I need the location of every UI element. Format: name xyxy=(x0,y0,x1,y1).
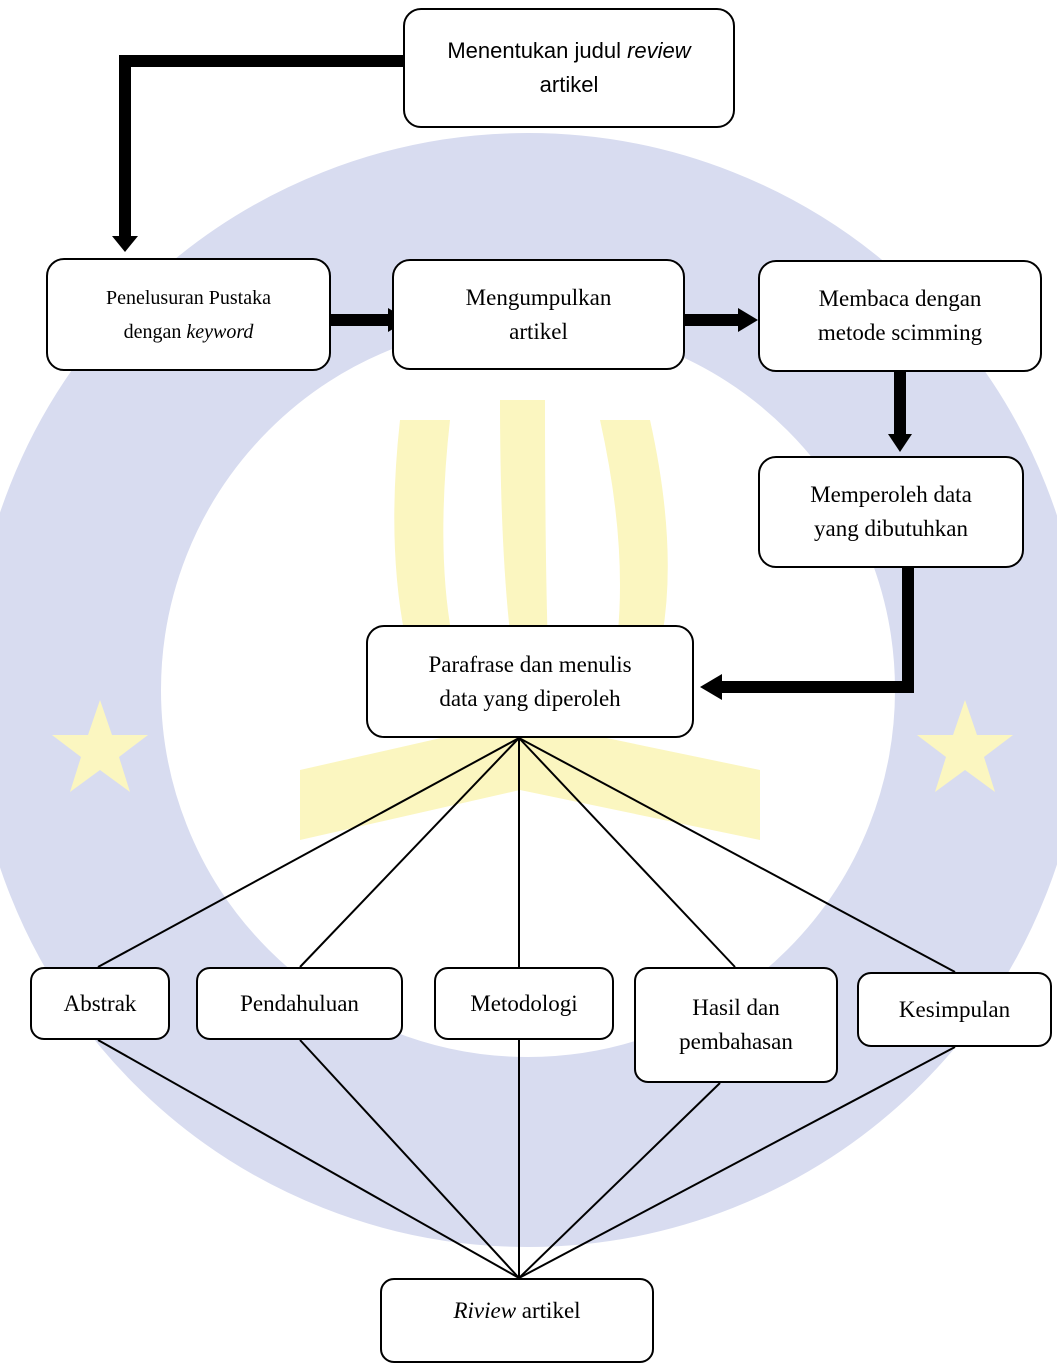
node-pendahuluan: Pendahuluan xyxy=(196,967,403,1040)
thin-connectors xyxy=(97,737,956,1279)
node-label: Riview artikel xyxy=(453,1298,581,1323)
node-kesimpulan: Kesimpulan xyxy=(857,972,1052,1047)
node-label: Metodologi xyxy=(470,990,578,1016)
node-label: Abstrak xyxy=(63,990,137,1016)
node-label: Kesimpulan xyxy=(898,996,1011,1022)
node-label: Pendahuluan xyxy=(240,990,359,1016)
node-metodologi: Metodologi xyxy=(434,967,614,1040)
node-riview-artikel: Riview artikel xyxy=(380,1278,654,1363)
thick-connectors xyxy=(119,55,914,693)
node-abstrak: Abstrak xyxy=(30,967,170,1040)
node-menentukan-judul: Menentukan judul review artikel xyxy=(403,8,735,128)
node-label: Menentukan judul review artikel xyxy=(447,38,691,97)
